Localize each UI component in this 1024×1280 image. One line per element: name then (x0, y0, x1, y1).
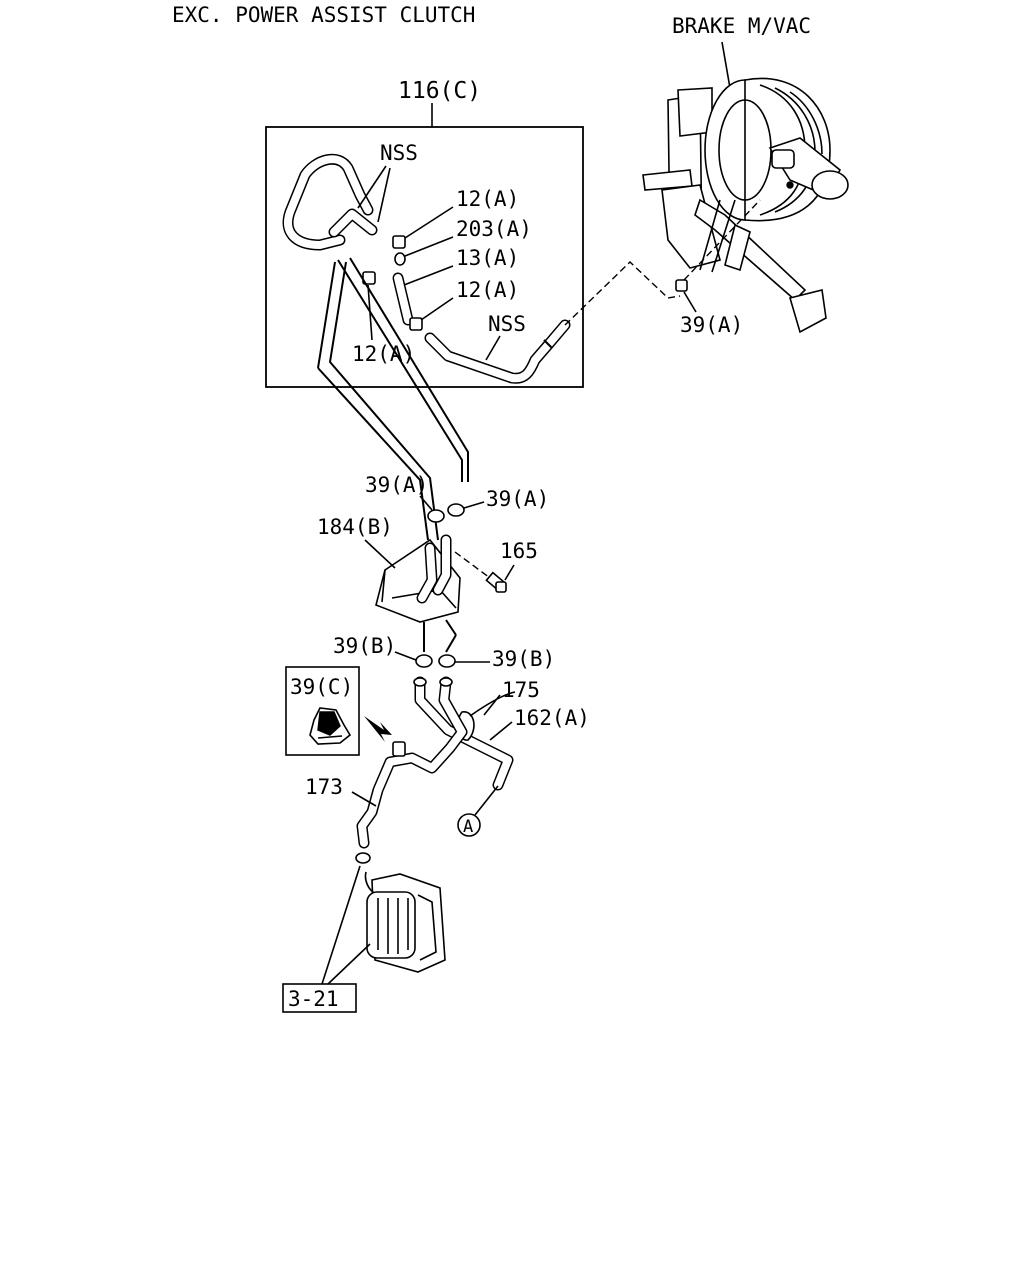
pipe-13a (392, 272, 414, 326)
svg-text:3-21: 3-21 (288, 987, 339, 1011)
callout-175: 175 (502, 678, 540, 702)
callout-184b: 184(B) (317, 515, 393, 539)
clip-39a-brake (675, 279, 688, 292)
bolt-165 (454, 551, 507, 593)
callout-nss-upper: NSS (380, 141, 418, 165)
nss-pipe-upper-inner (328, 208, 378, 238)
detail-box-116c (265, 126, 584, 388)
clip-39b-right (438, 654, 456, 668)
callout-173: 173 (305, 775, 343, 799)
detail-box-39c (285, 666, 360, 756)
condition-title: EXC. POWER ASSIST CLUTCH (172, 3, 475, 27)
connector-circle-a: A (457, 785, 499, 837)
nss-pipe-upper (282, 153, 374, 251)
bracket-184b (375, 534, 461, 623)
callout-203a: 203(A) (456, 217, 532, 241)
callout-116c: 116(C) (398, 78, 481, 104)
callout-162a: 162(A) (514, 706, 590, 730)
brake-booster-assembly (642, 41, 849, 334)
clip-39a-right (447, 503, 465, 517)
callout-39a-b: 39(A) (486, 487, 549, 511)
callout-39a-a: 39(A) (365, 473, 428, 497)
callout-12a-left: 12(A) (352, 342, 415, 366)
callout-nss-lower: NSS (488, 312, 526, 336)
fitting-12a-top (392, 235, 406, 249)
svg-text:A: A (463, 817, 473, 837)
ref-box-3-21: 3-21 (282, 983, 357, 1013)
callout-12a-top: 12(A) (456, 187, 519, 211)
clutch-cylinder-assembly (364, 871, 446, 973)
joint-203a (394, 252, 406, 266)
callout-39b-b: 39(B) (492, 647, 555, 671)
pipe-173 (356, 676, 468, 849)
callout-39c: 39(C) (290, 675, 353, 699)
clip-39a-left (427, 509, 445, 523)
fitting-12a-mid (409, 317, 423, 331)
callout-39a-right: 39(A) (680, 313, 743, 337)
nss-pipe-lower (424, 319, 571, 384)
callout-12a-mid: 12(A) (456, 278, 519, 302)
callout-39b-a: 39(B) (333, 634, 396, 658)
main-pipe-pair (317, 257, 469, 541)
clip-bottom (355, 852, 371, 864)
clip-39b-left (415, 654, 433, 668)
arrow-39c (364, 716, 392, 742)
pipe-162a (413, 676, 514, 791)
brake-unit-label: BRAKE M/VAC (672, 14, 811, 38)
callout-13a: 13(A) (456, 246, 519, 270)
callout-165: 165 (500, 539, 538, 563)
